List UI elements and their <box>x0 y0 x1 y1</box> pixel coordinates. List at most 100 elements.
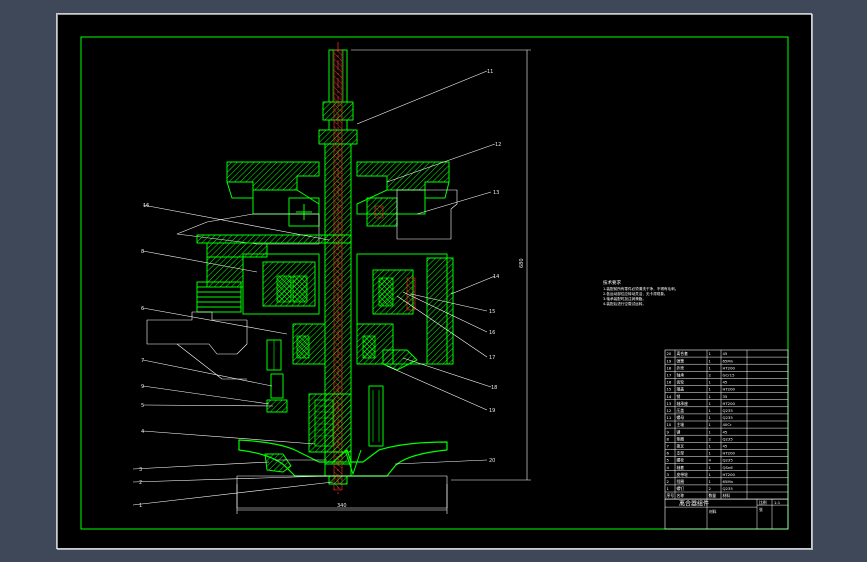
bom-cell: 2 <box>709 373 712 378</box>
drawing-outer-frame <box>57 14 813 550</box>
bom-cell: 1 <box>709 358 712 363</box>
bom-cell: 1 <box>709 408 712 413</box>
callout-label: 16 <box>143 203 149 209</box>
bom-cell: 支架 <box>677 451 685 456</box>
dimension-width: 340 <box>337 503 347 509</box>
bom-cell: 45 <box>723 351 728 356</box>
bom-cell: 45 <box>723 429 728 434</box>
bom-cell: 拨叉 <box>677 444 685 449</box>
bom-cell: 离合套 <box>677 351 689 356</box>
bom-cell: 1 <box>709 380 712 385</box>
bom-cell: GCr15 <box>723 373 736 378</box>
callouts-left: 16 8 6 7 5 9 4 3 2 1 <box>139 203 149 509</box>
bom-cell: 压盖 <box>677 408 685 413</box>
section-view <box>146 42 458 509</box>
dimension-height: 680 <box>519 258 525 268</box>
bom-cell: 3 <box>667 472 670 477</box>
callout-label: 5 <box>141 403 144 409</box>
bom-cell: 1 <box>709 429 712 434</box>
bom-cell: 销 <box>677 394 681 399</box>
bom-cell: 螺钉 <box>677 486 685 491</box>
callout-label: 4 <box>141 429 144 435</box>
bom-cell: 13 <box>667 401 672 406</box>
bom-cell: 15 <box>667 387 672 392</box>
callout-label: 15 <box>489 309 495 315</box>
bom-cell: 1 <box>709 415 712 420</box>
callout-label: 12 <box>495 142 501 148</box>
bom-cell: 40Cr <box>723 422 732 427</box>
title-block-title: 离合器组件 <box>679 500 709 508</box>
bom-cell: 1 <box>709 472 712 477</box>
bom-cell: 皮带轮 <box>677 472 689 477</box>
bom-cell: 18 <box>667 365 672 370</box>
bom-cell: 外壳 <box>677 365 685 370</box>
bom-cell: Q235 <box>723 458 734 463</box>
bom-cell: 16 <box>667 380 672 385</box>
bom-cell: 轴承 <box>677 373 685 378</box>
bom-cell: 8 <box>667 436 670 441</box>
callout-label: 19 <box>489 408 495 414</box>
drawing-canvas[interactable]: 680 340 16 8 6 7 5 9 4 3 2 1 <box>56 13 813 550</box>
bom-cell: 19 <box>667 358 672 363</box>
bom-cell: 4 <box>709 458 712 463</box>
bom-cell: HT200 <box>723 387 736 392</box>
bom-cell: 键 <box>677 429 681 434</box>
callout-label: 14 <box>493 274 499 280</box>
callout-label: 20 <box>489 458 495 464</box>
bom-cell: QSn6 <box>723 465 734 470</box>
bom-cell: 12 <box>667 408 672 413</box>
bom-cell: 6 <box>667 451 670 456</box>
note-line: 2.各运动部位应转动灵活，无卡滞现象。 <box>603 291 668 296</box>
bom-cell: 17 <box>667 373 672 378</box>
bom-cell: 9 <box>667 429 670 434</box>
callout-label: 8 <box>141 249 144 255</box>
scale-value: 1:1 <box>774 500 781 505</box>
callout-leaders <box>132 70 496 506</box>
bom-cell: 65Mn <box>723 479 734 484</box>
bom-cell: 10 <box>667 422 672 427</box>
bom-cell: Q235 <box>723 415 734 420</box>
callout-label: 2 <box>139 480 142 486</box>
bom-cell: Q235 <box>723 436 734 441</box>
bom-cell: 主轴 <box>677 422 685 427</box>
note-line: 3.轴承装配时加注润滑脂。 <box>603 296 646 301</box>
bom-cell: 1 <box>709 465 712 470</box>
callout-label: 1 <box>139 503 142 509</box>
bom-cell: 45 <box>723 444 728 449</box>
dimensions <box>236 49 531 514</box>
bom-cell: Q235 <box>723 408 734 413</box>
callout-label: 16 <box>489 330 495 336</box>
bom-cell: 7 <box>667 444 670 449</box>
bom-cell: 1 <box>709 387 712 392</box>
callouts-right: 11 12 13 14 15 16 17 18 19 20 <box>487 69 501 464</box>
callout-label: 6 <box>141 306 144 312</box>
bom-cell: 轴承座 <box>677 401 689 406</box>
bom-cell: 挡圈 <box>677 479 685 484</box>
bom-cell: 1 <box>709 365 712 370</box>
bom-cell: 垫圈 <box>677 436 685 441</box>
bom-cell: 2 <box>667 479 670 484</box>
bom-cell: HT200 <box>723 472 736 477</box>
cad-drawing: 680 340 16 8 6 7 5 9 4 3 2 1 <box>57 14 813 550</box>
note-line: 4.装配后进行空载试运转。 <box>603 301 646 306</box>
bom-cell: 5 <box>667 458 670 463</box>
bom-cell: 1 <box>709 422 712 427</box>
bom-cell: 35 <box>723 394 728 399</box>
callout-label: 3 <box>139 467 142 473</box>
bom-cell: 20 <box>667 351 672 356</box>
bom-cell: 螺母 <box>677 415 685 420</box>
callout-label: 7 <box>141 358 144 364</box>
note-line: 1.装配前所有零件必须清洗干净，不得有毛刺。 <box>603 286 678 291</box>
bom-header-cell: 名称 <box>677 493 685 498</box>
bom-cell: 1 <box>709 479 712 484</box>
drawing-border <box>80 36 789 530</box>
callout-label: 13 <box>493 190 499 196</box>
bom-cell: 4 <box>667 465 670 470</box>
notes-heading: 技术要求 <box>603 279 621 286</box>
bom-cell: 齿轮 <box>677 380 685 385</box>
bom-cell: HT200 <box>723 401 736 406</box>
scale-label: 比例 <box>759 500 767 505</box>
callout-label: 17 <box>489 355 495 361</box>
bom-cell: 2 <box>709 486 712 491</box>
